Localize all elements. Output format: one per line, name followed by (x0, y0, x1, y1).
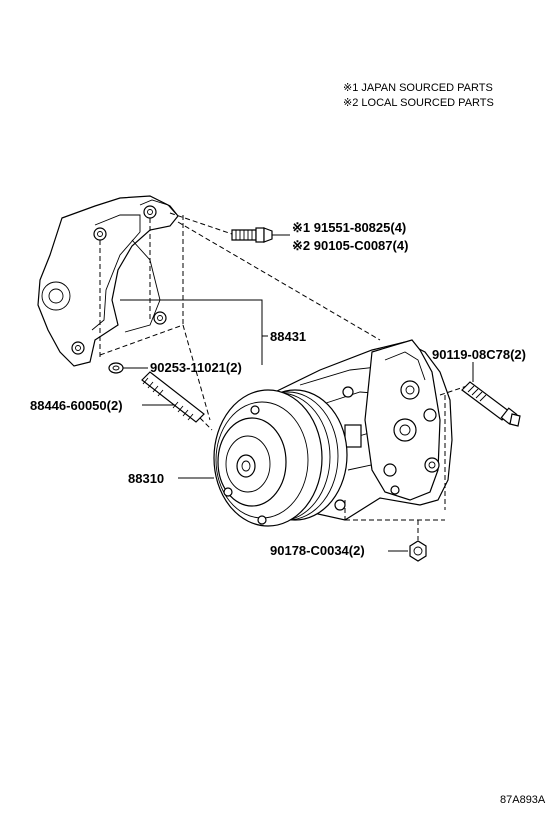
callout-88310: 88310 (128, 471, 164, 486)
callout-90178-C0034: 90178-C0034(2) (270, 543, 365, 558)
note-japan-sourced: ※1 JAPAN SOURCED PARTS (343, 82, 493, 94)
callout-90119-08C78: 90119-08C78(2) (432, 347, 526, 362)
callout-88446-60050: 88446-60050(2) (30, 398, 123, 413)
callout-90253-11021: 90253-11021(2) (150, 360, 242, 375)
note-local-sourced: ※2 LOCAL SOURCED PARTS (343, 97, 494, 109)
washer-90253 (108, 362, 124, 374)
bracket-guide-lines (99, 212, 381, 360)
figure-code: 87A893A (500, 794, 546, 806)
callout-91551-80825: ※1 91551-80825(4) (292, 220, 406, 235)
bracket-88431 (37, 195, 179, 367)
callout-88431: 88431 (270, 329, 306, 344)
bracket-leader (120, 299, 268, 337)
compressor-88310 (213, 339, 453, 527)
bolt-90119 (461, 381, 521, 427)
nut-90178 (409, 540, 427, 562)
bolt-91551-90105 (231, 227, 273, 243)
stud-88446 (141, 371, 205, 423)
callout-90105-C0087: ※2 90105-C0087(4) (292, 238, 408, 253)
